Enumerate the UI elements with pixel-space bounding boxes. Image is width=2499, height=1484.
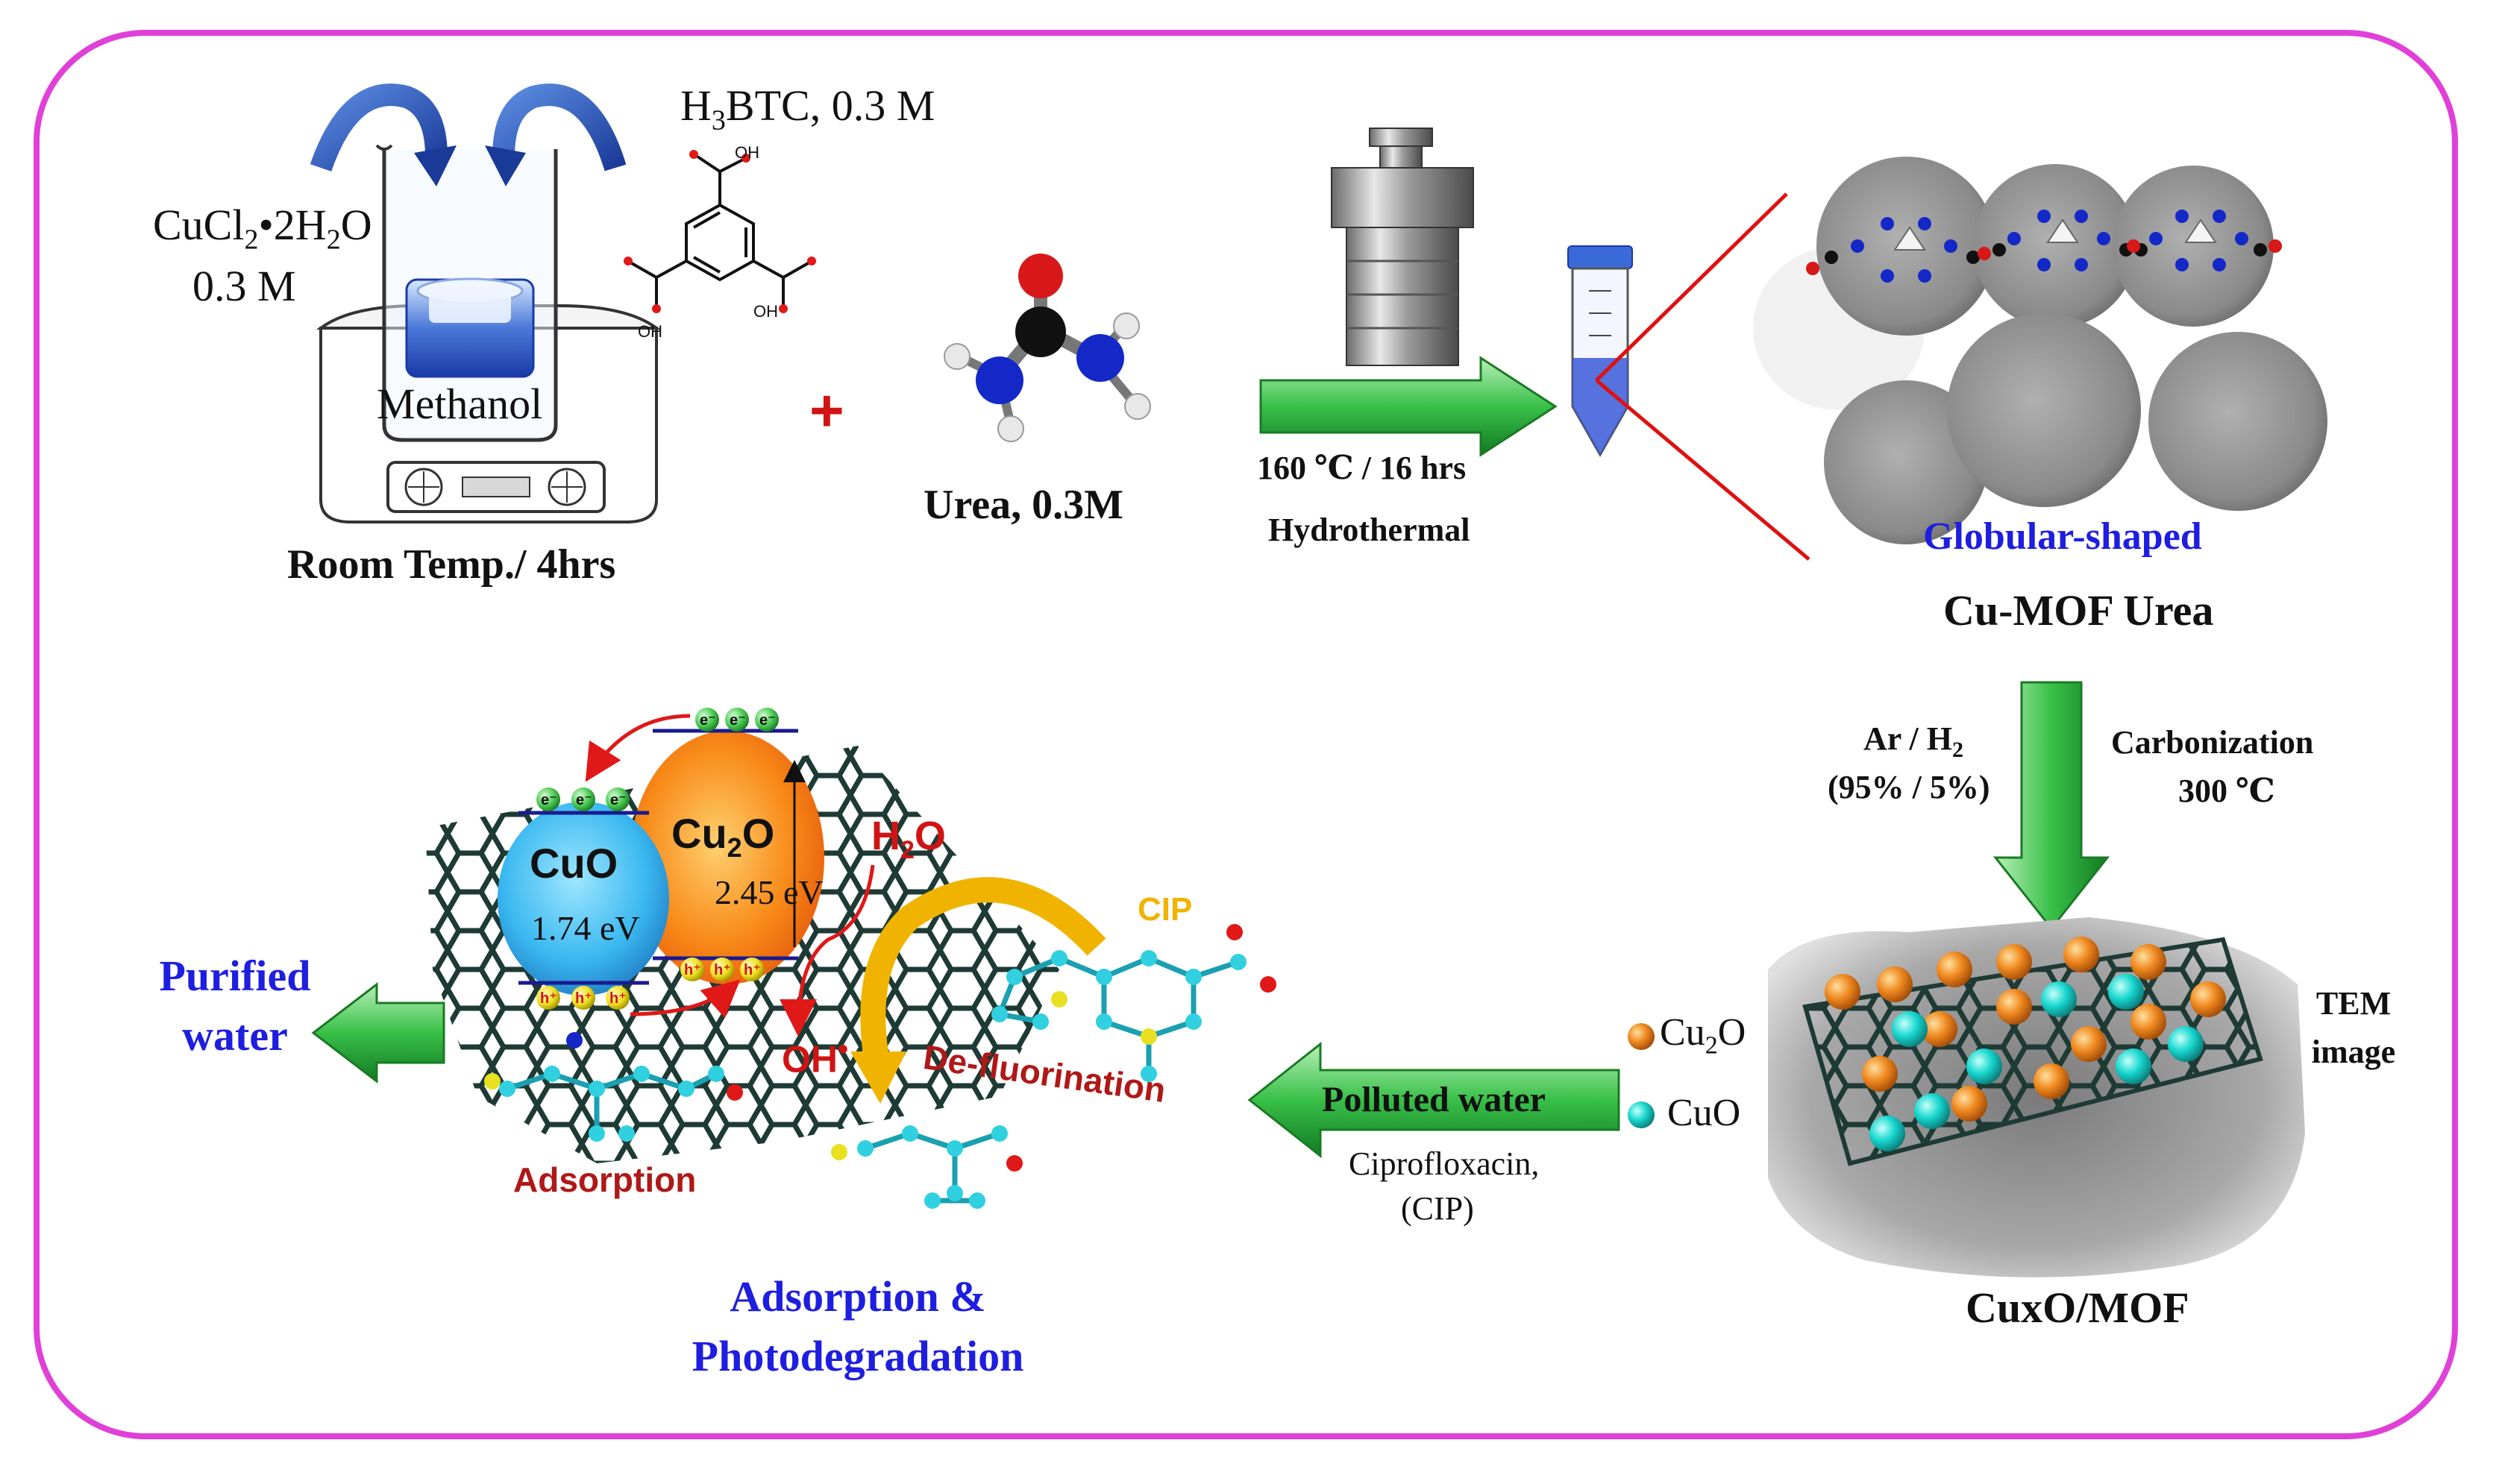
cooh-oh-label-right: OH <box>753 302 778 321</box>
urea-molecule-model <box>944 254 1151 442</box>
electron-label-1: e⁻ <box>700 712 716 729</box>
hole-label-3: h⁺ <box>744 962 761 978</box>
hydroxyl-label: OH• <box>782 1033 849 1081</box>
result-label-line1: Adsorption & <box>730 1272 986 1321</box>
carbonization-label: Carbonization <box>2111 724 2314 761</box>
cuo-band-ellipse <box>498 802 669 996</box>
h3btc-oxygen-atoms <box>624 150 816 313</box>
mof-structure-chain <box>1806 210 2282 283</box>
urea-label: Urea, 0.3M <box>924 482 1123 528</box>
hole-label-6: h⁺ <box>609 990 627 1007</box>
beaker <box>375 144 558 442</box>
electron-label-3: e⁻ <box>759 712 776 729</box>
tem-label-line1: TEM <box>2315 985 2392 1022</box>
hole-label-5: h⁺ <box>575 990 592 1007</box>
cooh-oh-label-left: OH <box>638 322 662 341</box>
legend-cu2o-label: Cu2O <box>1660 1011 1746 1060</box>
purified-water-line1: Purified <box>159 952 311 1000</box>
zoom-lines <box>1595 192 1810 561</box>
hole-label-1: h⁺ <box>684 962 701 978</box>
cucl2-label: CuCl2•2H2O <box>153 201 372 256</box>
h3btc-label: H3BTC, 0.3 M <box>680 81 935 136</box>
cooh-oh-label-top: OH <box>735 143 759 162</box>
pollutant-label-line2: (CIP) <box>1401 1190 1474 1227</box>
cu-mof-urea-label: Cu-MOF Urea <box>1943 586 2214 635</box>
reaction-condition-label: Room Temp./ 4hrs <box>287 541 616 588</box>
cip-label: CIP <box>1138 891 1193 928</box>
pollutant-label-line1: Ciprofloxacin, <box>1349 1145 1540 1182</box>
cucl2-concentration: 0.3 M <box>192 262 296 310</box>
carbonization-temperature: 300 ℃ <box>2178 773 2275 809</box>
water-label: H2O <box>871 814 946 864</box>
carbonization-arrow <box>1992 681 2110 931</box>
electron-label-6: e⁻ <box>610 792 627 808</box>
result-label-line2: Photodegradation <box>692 1332 1024 1380</box>
legend-markers <box>1628 1023 1655 1128</box>
adsorption-label: Adsorption <box>513 1160 697 1199</box>
cu2o-band-label: Cu2O <box>671 810 775 864</box>
cu2o-band-gap: 2.45 eV <box>715 873 824 911</box>
cuo-band-gap: 1.74 eV <box>531 909 640 947</box>
purified-water-line2: water <box>182 1011 288 1060</box>
autoclave-icon <box>1331 128 1474 366</box>
purified-water-arrow <box>311 981 445 1084</box>
cuo-band-label: CuO <box>530 840 618 887</box>
electron-label-2: e⁻ <box>730 712 746 729</box>
electron-balls <box>536 708 779 811</box>
hydrothermal-label: Hydrothermal <box>1268 512 1470 548</box>
solvent-label: Methanol <box>377 380 543 428</box>
electron-label-5: e⁻ <box>576 792 592 808</box>
hole-label-4: h⁺ <box>540 990 557 1007</box>
cip-molecule <box>991 924 1276 1082</box>
nanoparticles <box>1825 937 2226 1151</box>
legend-cuo-label: CuO <box>1667 1092 1741 1134</box>
hole-balls <box>536 958 764 1010</box>
gas-ratio-label: (95% / 5%) <box>1828 769 1990 805</box>
rounded-frame <box>34 30 2458 1439</box>
polluted-water-arrow <box>1247 1041 1620 1159</box>
tem-label-line2: image <box>2311 1034 2396 1070</box>
hydrothermal-condition: 160 ℃ / 16 hrs <box>1257 450 1467 486</box>
hole-label-2: h⁺ <box>714 962 731 978</box>
electron-label-4: e⁻ <box>541 792 557 808</box>
h3btc-structure-icon <box>630 155 810 306</box>
gas-mixture-label: Ar / H2 <box>1863 720 1963 762</box>
cip-degradation-arrow <box>850 877 1106 1104</box>
charge-transfer-arrows <box>585 714 875 1037</box>
plus-sign: + <box>809 377 844 444</box>
polluted-water-label: Polluted water <box>1322 1080 1546 1119</box>
stirring-arrows <box>310 84 627 186</box>
cuxo-mof-label: CuxO/MOF <box>1966 1283 2189 1332</box>
degraded-fragment <box>831 1125 1023 1209</box>
centrifuge-tube-icon <box>1567 245 1633 458</box>
adsorbed-molecule <box>484 1032 743 1142</box>
hydrothermal-arrow <box>1259 356 1558 457</box>
morphology-label: Globular-shaped <box>1923 515 2202 558</box>
